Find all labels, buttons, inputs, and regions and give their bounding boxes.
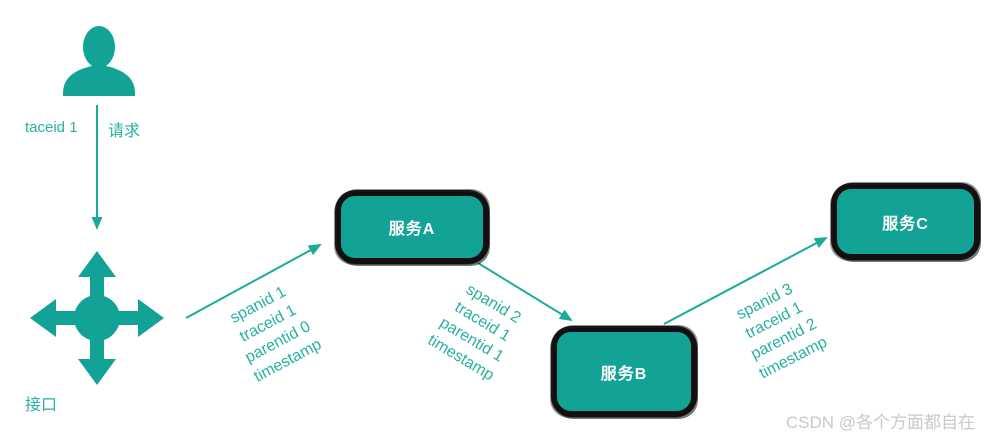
request-label: 请求	[108, 123, 141, 140]
arrow-service-a-to-service-b	[477, 262, 573, 322]
service-c-label: 服务C	[882, 215, 929, 233]
taceid-label: taceid 1	[25, 119, 78, 136]
move-arrows-icon	[29, 250, 165, 386]
service-a-label: 服务A	[388, 221, 436, 238]
service-a-node: 服务A	[337, 192, 487, 262]
service-b-node: 服务B	[553, 328, 695, 415]
arrow-service-b-to-service-c	[663, 237, 828, 325]
service-c-node: 服务C	[833, 185, 978, 258]
watermark: CSDN @各个方面都自在	[785, 413, 975, 432]
person-icon	[59, 25, 139, 97]
service-b-label: 服务B	[600, 365, 648, 383]
arrow-interface-to-service-a	[185, 244, 322, 319]
interface-label: 接口	[25, 397, 58, 414]
